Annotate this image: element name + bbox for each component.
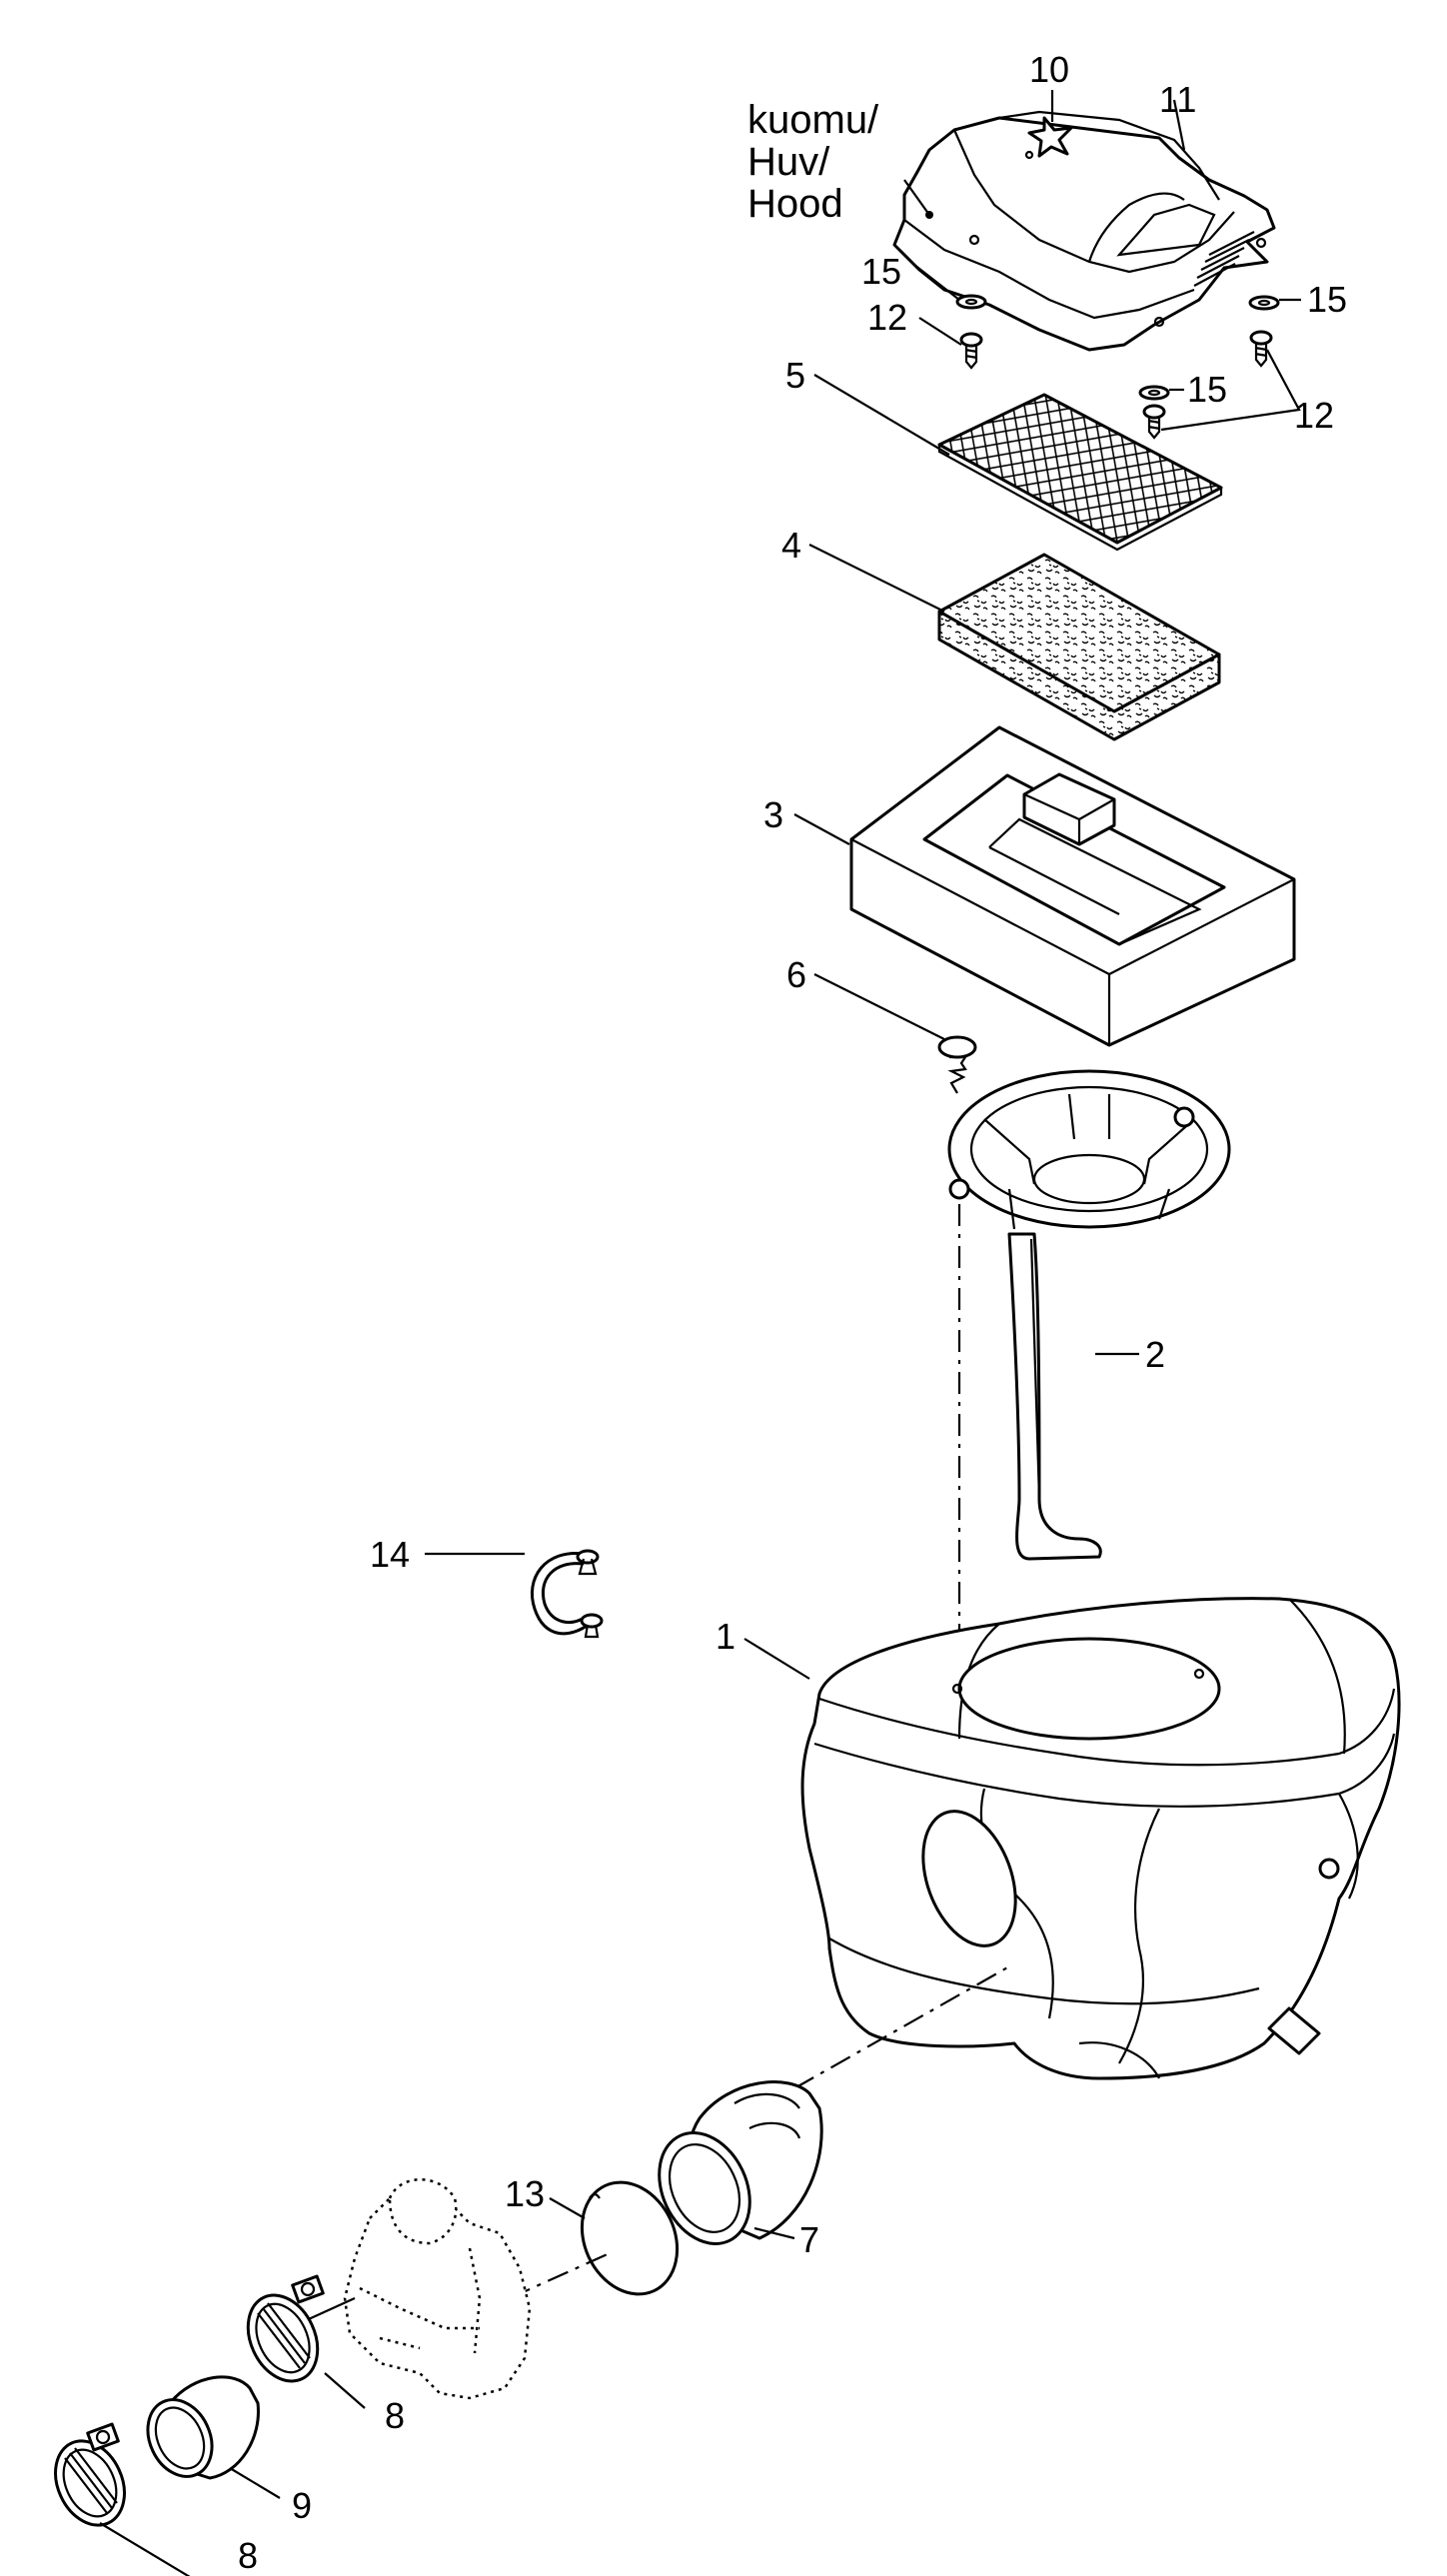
callout-12-right: 12 <box>1294 395 1334 436</box>
callout-15-left: 15 <box>861 251 901 292</box>
carburetor-reference <box>343 2178 532 2400</box>
callout-3: 3 <box>763 794 783 835</box>
decal-part-10 <box>1027 116 1073 158</box>
hood-label-line-3: Hood <box>747 182 843 226</box>
intake-elbow-part-7 <box>658 2080 823 2245</box>
assembly-line-carb <box>509 2251 611 2300</box>
hose-part-9 <box>146 2375 260 2480</box>
callout-6: 6 <box>786 954 806 995</box>
callout-7: 7 <box>799 2219 819 2260</box>
seal-part-13 <box>580 2180 680 2296</box>
callout-13: 13 <box>505 2173 545 2214</box>
callout-8-lower: 8 <box>238 2535 258 2576</box>
callout-4: 4 <box>781 525 801 566</box>
leader-lines <box>99 90 1301 2576</box>
callout-15-center: 15 <box>1187 369 1227 410</box>
callout-15-right: 15 <box>1307 279 1347 320</box>
callout-10: 10 <box>1029 49 1069 90</box>
callout-1: 1 <box>716 1616 735 1657</box>
screw-set-center <box>1138 385 1170 440</box>
hood-part-11 <box>892 110 1276 352</box>
hose-clamp-part-8-lower <box>54 2422 126 2527</box>
intake-funnel-part-2 <box>947 1069 1231 1561</box>
callout-11: 11 <box>1159 79 1196 120</box>
callout-12-left: 12 <box>867 297 907 338</box>
screw-set-left <box>955 294 987 370</box>
callout-8-upper: 8 <box>385 2395 405 2436</box>
foam-filter-part-4 <box>937 553 1221 741</box>
mesh-filter-part-5 <box>937 393 1223 552</box>
screw-set-right <box>1248 295 1280 368</box>
filter-frame-part-3 <box>849 725 1296 1047</box>
callout-9: 9 <box>292 2485 312 2526</box>
hose-clamp-part-8-upper <box>246 2274 325 2383</box>
callout-5: 5 <box>785 355 805 396</box>
rivet-part-6 <box>937 1035 977 1094</box>
air-box-housing-part-1 <box>800 1597 1401 2080</box>
callout-2: 2 <box>1145 1334 1165 1375</box>
hood-label-line-2: Huv/ <box>747 140 830 184</box>
hood-label-line-1: kuomu/ <box>747 98 879 142</box>
callout-14: 14 <box>370 1534 410 1575</box>
clip-part-14 <box>530 1549 604 1639</box>
